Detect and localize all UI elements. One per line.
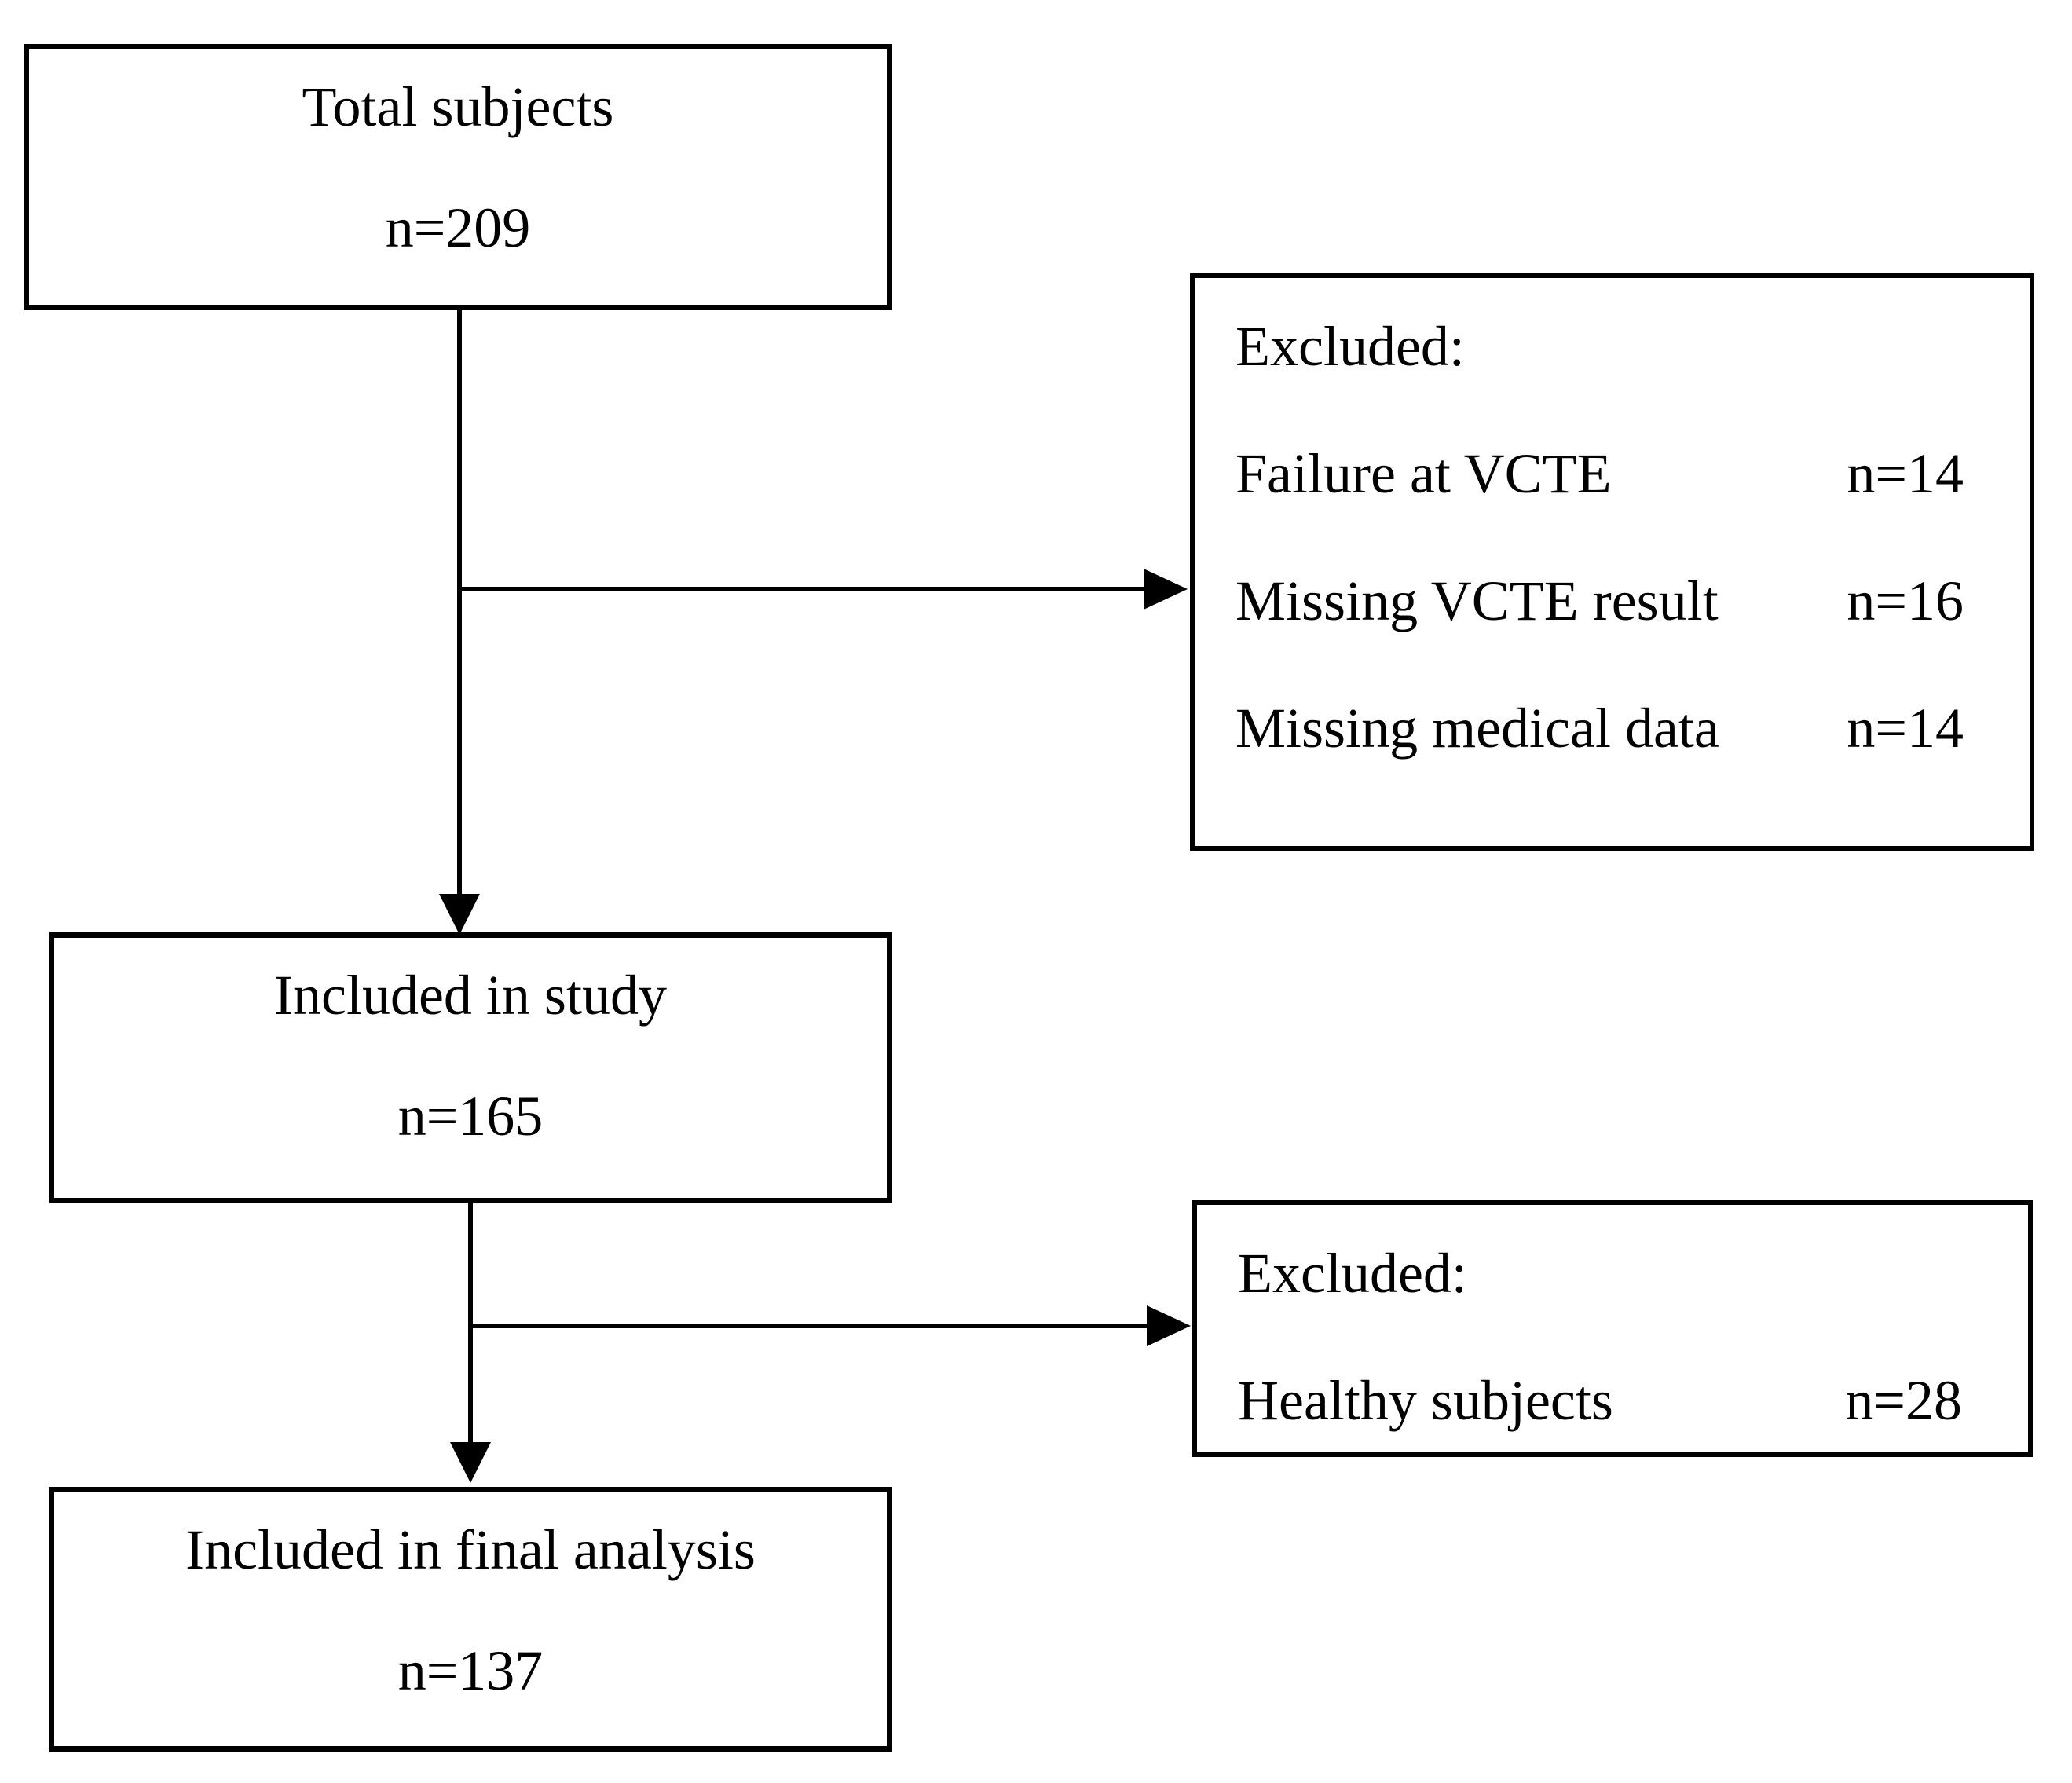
arrow-included-to-final-head [450, 1442, 491, 1483]
excluded-vcte-item-row: Missing medical data n=14 [1236, 693, 1964, 763]
excluded-vcte-box: Excluded: Failure at VCTE n=14 Missing V… [1190, 273, 2034, 851]
excluded-item-label: Missing VCTE result [1236, 569, 1719, 632]
arrow-branch-to-excluded1-head [1144, 569, 1188, 610]
included-in-study-box: Included in study n=165 [49, 932, 892, 1203]
included-in-study-count: n=165 [397, 1085, 544, 1148]
excluded-vcte-item-row: Failure at VCTE n=14 [1236, 438, 1964, 509]
arrow-branch-to-excluded2-head [1147, 1305, 1191, 1346]
excluded-item-label: Missing medical data [1236, 697, 1719, 760]
excluded-vcte-header: Excluded: [1236, 315, 1465, 378]
excluded-item-value: n=16 [1847, 569, 1964, 632]
excluded-healthy-header: Excluded: [1238, 1242, 1467, 1305]
excluded-vcte-header-row: Excluded: [1236, 311, 1964, 382]
included-in-study-title: Included in study [274, 964, 667, 1027]
arrow-total-to-included-head [439, 894, 480, 935]
total-subjects-title: Total subjects [302, 75, 614, 138]
excluded-vcte-item-row: Missing VCTE result n=16 [1236, 566, 1964, 636]
excluded-item-label: Healthy subjects [1238, 1369, 1613, 1432]
excluded-item-value: n=14 [1847, 442, 1964, 505]
excluded-healthy-header-row: Excluded: [1238, 1238, 1962, 1309]
excluded-item-value: n=14 [1847, 697, 1964, 760]
excluded-healthy-item-row: Healthy subjects n=28 [1238, 1365, 1962, 1436]
excluded-item-value: n=28 [1845, 1369, 1962, 1432]
final-analysis-count: n=137 [397, 1639, 544, 1702]
total-subjects-count: n=209 [385, 196, 531, 259]
final-analysis-title: Included in final analysis [185, 1518, 756, 1581]
excluded-item-label: Failure at VCTE [1236, 442, 1612, 505]
total-subjects-box: Total subjects n=209 [24, 44, 892, 310]
final-analysis-box: Included in final analysis n=137 [49, 1487, 892, 1752]
excluded-healthy-box: Excluded: Healthy subjects n=28 [1192, 1200, 2033, 1457]
